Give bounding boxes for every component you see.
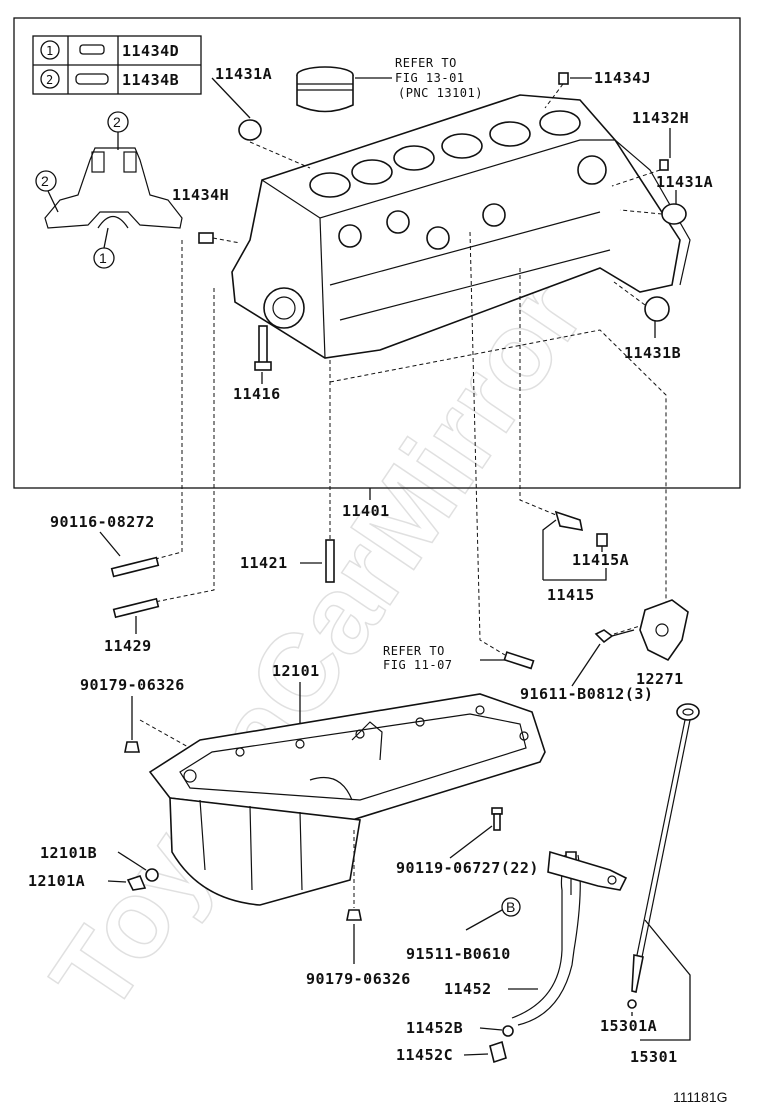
cylinder-block-drawing xyxy=(231,94,691,359)
label-11452: 11452 xyxy=(444,980,492,998)
callout-b-text: B xyxy=(506,899,515,915)
plug-11431b xyxy=(644,296,670,322)
plug-11431a-top xyxy=(238,119,262,141)
refer-piston-line3: (PNC 13101) xyxy=(398,86,483,100)
label-11434j: 11434J xyxy=(594,69,651,87)
callout-b-marker xyxy=(501,897,521,917)
oil-pan-drawing xyxy=(148,693,546,906)
label-90119: 90119-06727(22) xyxy=(396,859,539,877)
dipstick-guide-11452 xyxy=(511,850,628,1026)
label-11452c: 11452C xyxy=(396,1046,453,1064)
refer-pump-line1: REFER TO xyxy=(383,644,445,658)
piston-drawing xyxy=(296,66,354,113)
nut-90179-top xyxy=(124,741,140,753)
label-12101b: 12101B xyxy=(40,844,97,862)
legend-part-1: 11434D xyxy=(122,42,179,60)
label-91511: 91511-B0610 xyxy=(406,945,511,963)
dipstick-15301 xyxy=(631,703,700,993)
inset-marker-left: 2 xyxy=(41,173,49,189)
bolt-90119 xyxy=(491,807,503,831)
label-11434h: 11434H xyxy=(172,186,229,204)
pin-11432h xyxy=(659,159,669,171)
label-91611: 91611-B0812(3) xyxy=(520,685,653,703)
cylinder-block-frame xyxy=(13,17,741,489)
legend-table: 1 11434D 2 11434B xyxy=(32,35,202,95)
label-11429: 11429 xyxy=(104,637,152,655)
inset-marker-bottom: 1 xyxy=(99,250,107,266)
label-11401: 11401 xyxy=(342,502,390,520)
stud-11429 xyxy=(112,597,160,619)
label-90179-bottom: 90179-06326 xyxy=(306,970,411,988)
stud-11421 xyxy=(325,539,335,583)
label-11431b: 11431B xyxy=(624,344,681,362)
legend-part-2: 11434B xyxy=(122,71,179,89)
refer-pump-line2: FIG 11-07 xyxy=(383,658,453,672)
legend-seal-large-icon xyxy=(75,73,109,85)
ring-11452b xyxy=(502,1025,514,1037)
stud-90116 xyxy=(110,556,160,578)
legend-seal-small-icon xyxy=(79,44,105,55)
inset-marker-top: 2 xyxy=(113,114,121,130)
stud-pump xyxy=(503,651,535,670)
label-11415: 11415 xyxy=(547,586,595,604)
bearing-cap-inset: 2 2 1 xyxy=(35,111,183,269)
ring-15301a xyxy=(627,999,637,1009)
bolt-91611 xyxy=(594,629,635,644)
label-11421: 11421 xyxy=(240,554,288,572)
bracket-12271 xyxy=(639,599,689,662)
legend-num-1: 1 xyxy=(46,44,54,58)
label-12271: 12271 xyxy=(636,670,684,688)
figure-id: 111181G xyxy=(673,1089,728,1105)
bolt-11416 xyxy=(254,325,272,371)
pin-11434j xyxy=(558,72,569,85)
label-11431a-right: 11431A xyxy=(656,173,713,191)
plug-12101a xyxy=(126,875,147,891)
label-90179-top: 90179-06326 xyxy=(80,676,185,694)
plug-11431a-right xyxy=(661,203,687,225)
label-11452b: 11452B xyxy=(406,1019,463,1037)
label-11416: 11416 xyxy=(233,385,281,403)
label-11415a: 11415A xyxy=(572,551,629,569)
label-12101: 12101 xyxy=(272,662,320,680)
nut-90179-bottom xyxy=(346,909,362,921)
label-11431a-top: 11431A xyxy=(215,65,272,83)
legend-num-2: 2 xyxy=(46,73,54,87)
label-15301a: 15301A xyxy=(600,1017,657,1035)
label-12101a: 12101A xyxy=(28,872,85,890)
refer-piston-line1: REFER TO xyxy=(395,56,457,70)
pin-11434h xyxy=(198,232,214,244)
label-15301: 15301 xyxy=(630,1048,678,1066)
cap-11452c xyxy=(489,1040,507,1064)
sensor-11415 xyxy=(554,510,608,547)
label-90116-08272: 90116-08272 xyxy=(50,513,155,531)
legend-marker-1 xyxy=(40,40,60,60)
legend-marker-2 xyxy=(40,69,60,89)
label-11432h: 11432H xyxy=(632,109,689,127)
gasket-12101b xyxy=(145,868,159,882)
refer-piston-line2: FIG 13-01 xyxy=(395,71,465,85)
